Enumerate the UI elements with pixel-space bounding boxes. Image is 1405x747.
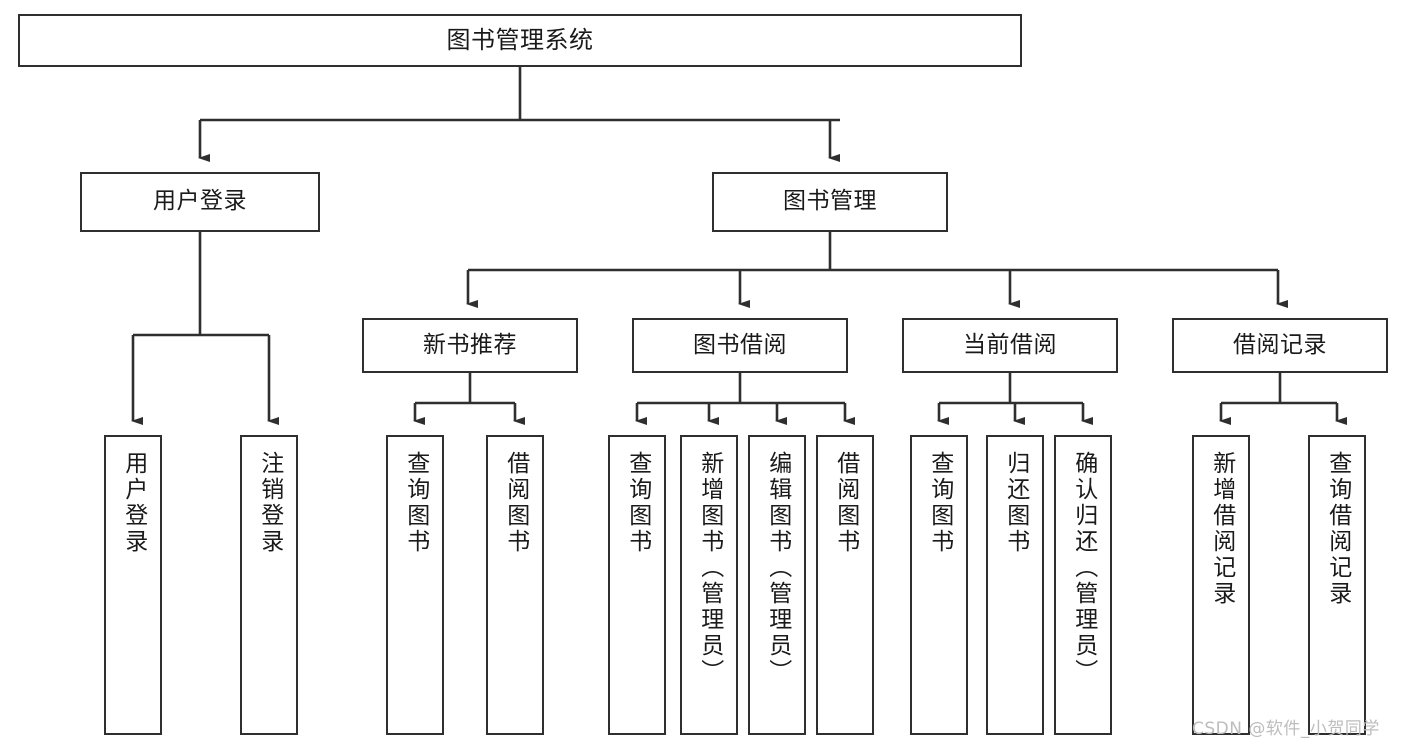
node-leaf-borrow-book-2[interactable]: 借阅图书	[816, 435, 874, 735]
node-leaf-borrow-book-1[interactable]: 借阅图书	[486, 435, 544, 735]
node-label: 查询图书	[624, 451, 651, 555]
node-label: 新书推荐	[423, 331, 517, 358]
node-label: 图书管理系统	[446, 26, 594, 55]
node-leaf-add-book-admin[interactable]: 新增图书（管理员）	[680, 435, 738, 735]
node-label: 查询图书	[402, 451, 429, 555]
node-label: 归还图书	[1002, 451, 1029, 555]
node-label: 借阅图书	[502, 451, 529, 555]
node-leaf-return-book[interactable]: 归还图书	[986, 435, 1044, 735]
node-leaf-query-book-3[interactable]: 查询图书	[910, 435, 968, 735]
node-label: 借阅记录	[1233, 331, 1327, 358]
node-leaf-query-borrow-record[interactable]: 查询借阅记录	[1308, 435, 1366, 735]
node-label: 查询借阅记录	[1324, 451, 1351, 607]
node-book-manage[interactable]: 图书管理	[712, 172, 948, 232]
csdn-watermark: CSDN @软件_小贺同学	[1192, 719, 1380, 739]
node-leaf-confirm-return-admin[interactable]: 确认归还（管理员）	[1054, 435, 1112, 735]
node-leaf-add-borrow-record[interactable]: 新增借阅记录	[1192, 435, 1250, 735]
node-label: 借阅图书	[832, 451, 859, 555]
node-label: 确认归还（管理员）	[1070, 451, 1097, 685]
node-label: 注销登录	[256, 451, 283, 555]
node-label: 图书借阅	[693, 331, 787, 358]
node-new-book-recommend[interactable]: 新书推荐	[362, 318, 578, 373]
node-label: 新增图书（管理员）	[696, 451, 723, 685]
node-leaf-query-book-2[interactable]: 查询图书	[608, 435, 666, 735]
node-label: 新增借阅记录	[1208, 451, 1235, 607]
node-label: 编辑图书（管理员）	[764, 451, 791, 685]
node-label: 图书管理	[783, 188, 877, 215]
node-borrow-record[interactable]: 借阅记录	[1172, 318, 1388, 373]
node-label: 用户登录	[120, 451, 147, 555]
node-leaf-logout[interactable]: 注销登录	[240, 435, 298, 735]
node-leaf-user-login[interactable]: 用户登录	[104, 435, 162, 735]
node-label: 当前借阅	[963, 331, 1057, 358]
node-current-borrow[interactable]: 当前借阅	[902, 318, 1118, 373]
node-book-borrow[interactable]: 图书借阅	[632, 318, 848, 373]
node-label: 查询图书	[926, 451, 953, 555]
node-leaf-edit-book-admin[interactable]: 编辑图书（管理员）	[748, 435, 806, 735]
node-user-login[interactable]: 用户登录	[80, 172, 320, 232]
node-root-system[interactable]: 图书管理系统	[18, 14, 1022, 67]
node-label: 用户登录	[153, 188, 247, 215]
node-leaf-query-book-1[interactable]: 查询图书	[386, 435, 444, 735]
